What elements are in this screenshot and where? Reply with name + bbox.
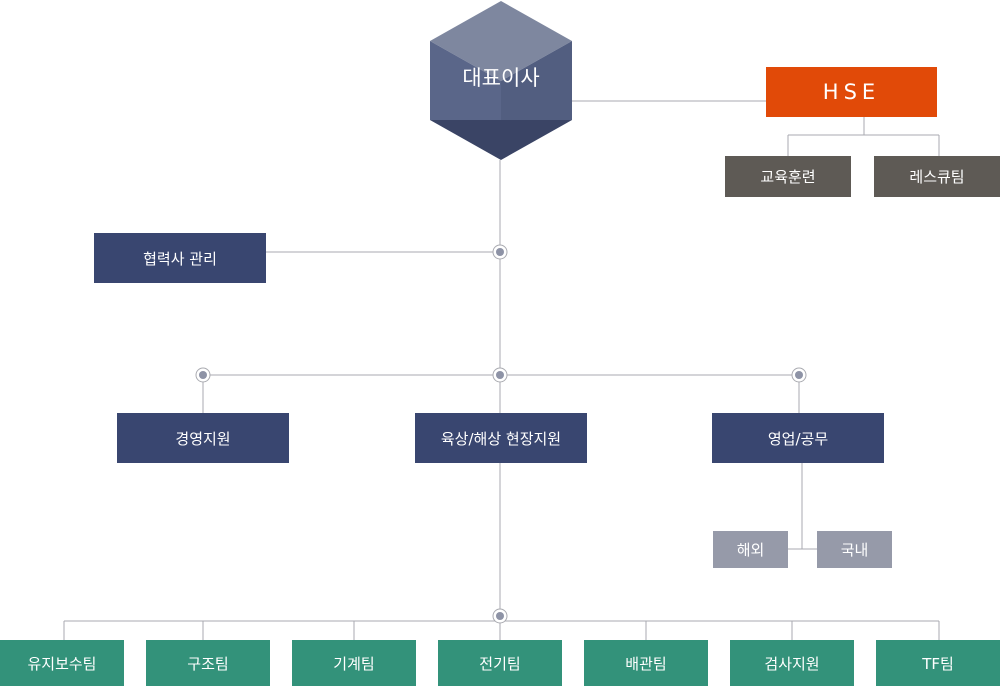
junction-node (492, 367, 508, 383)
hse-team-training: 교육훈련 (725, 156, 851, 197)
junction-node (791, 367, 807, 383)
division-field-support: 육상/해상 현장지원 (415, 413, 587, 463)
sales-domestic: 국내 (817, 531, 892, 568)
division-sales-engineering: 영업/공무 (712, 413, 884, 463)
field-team-mechanical: 기계팀 (292, 640, 416, 686)
field-team-maintenance: 유지보수팀 (0, 640, 124, 686)
hse-box: HSE (766, 67, 937, 117)
ceo-hexagon (430, 1, 572, 160)
hse-team-rescue: 레스큐팀 (874, 156, 1000, 197)
junction-nodes (195, 244, 807, 624)
field-team-structure: 구조팀 (146, 640, 270, 686)
field-team-tf: TF팀 (876, 640, 1000, 686)
ceo-label: 대표이사 (462, 66, 540, 90)
ceo-hex-left (430, 41, 501, 120)
junction-node (492, 244, 508, 260)
junction-node (195, 367, 211, 383)
division-management-support: 경영지원 (117, 413, 289, 463)
ceo-hex-bottom (430, 120, 572, 160)
field-team-electrical: 전기팀 (438, 640, 562, 686)
ceo-hex-right (501, 41, 572, 120)
partner-management-box: 협력사 관리 (94, 233, 266, 283)
junction-node (492, 608, 508, 624)
field-team-piping: 배관팀 (584, 640, 708, 686)
field-team-inspection: 검사지원 (730, 640, 854, 686)
sales-overseas: 해외 (713, 531, 788, 568)
